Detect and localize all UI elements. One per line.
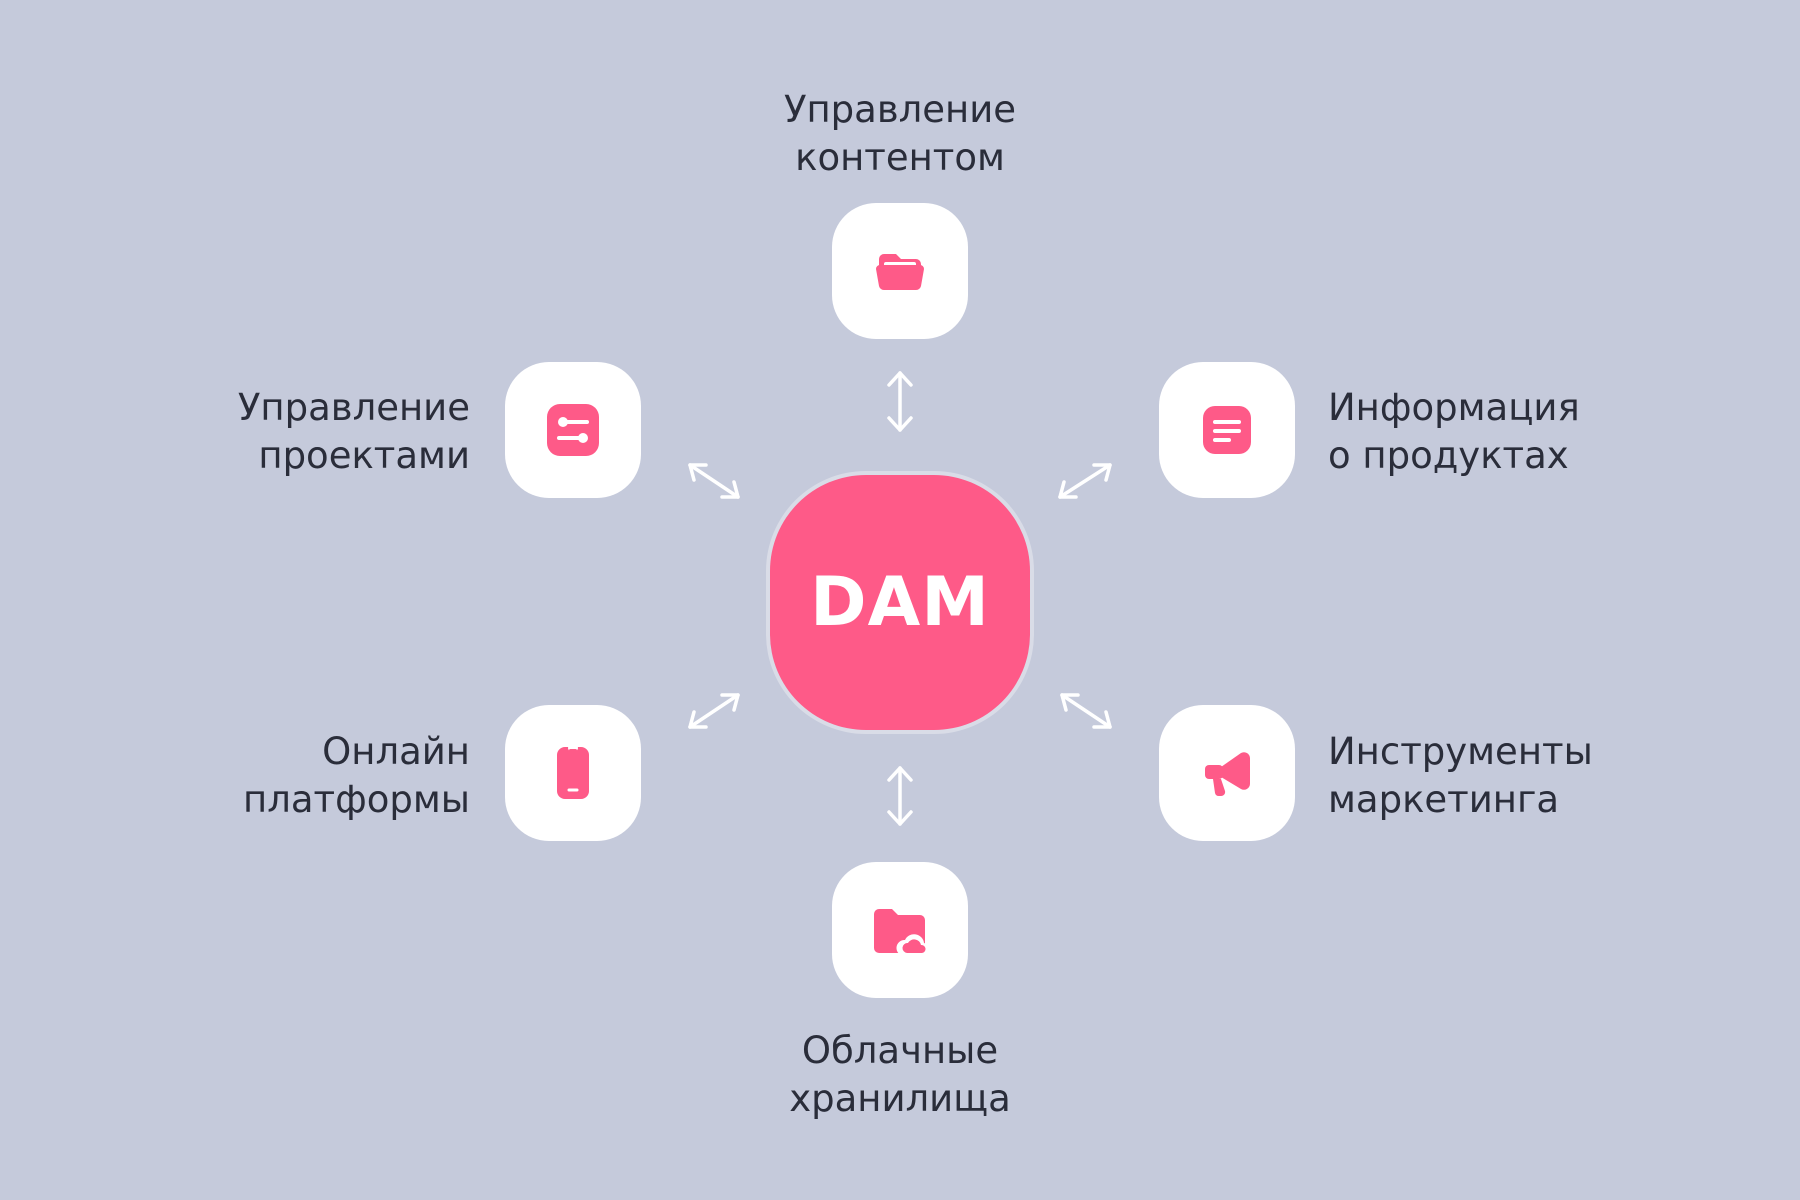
marketing-tools-label: Инструменты маркетинга: [1328, 728, 1668, 824]
product-info-label: Информация о продуктах: [1328, 384, 1648, 480]
cloud-storage-line1: Облачные: [801, 1029, 999, 1072]
marketing-tools-tile: [1159, 705, 1295, 841]
content-management-tile: [832, 203, 968, 339]
product-info-line1: Информация: [1328, 386, 1580, 429]
smartphone-icon: [557, 745, 589, 799]
folder-open-icon: [876, 254, 924, 291]
content-management-line2: контентом: [795, 136, 1005, 179]
arrow-cloud: [887, 766, 913, 826]
project-management-tile: [505, 362, 641, 498]
document-icon: [1203, 406, 1251, 454]
project-management-label: Управление проектами: [170, 384, 470, 480]
online-platforms-label: Онлайн платформы: [170, 728, 470, 824]
arrow-product-info: [1058, 463, 1112, 499]
arrow-content: [887, 371, 913, 432]
online-platforms-line1: Онлайн: [322, 730, 470, 773]
content-management-line1: Управление: [783, 88, 1017, 131]
cloud-storage-line2: хранилища: [789, 1077, 1011, 1120]
cloud-storage-tile: [832, 862, 968, 998]
dam-hub: DAM: [770, 475, 1030, 730]
arrow-marketing: [1060, 693, 1112, 729]
content-management-label: Управление контентом: [740, 86, 1060, 182]
cloud-folder-icon: [874, 909, 930, 956]
dam-hub-label: DAM: [810, 563, 990, 642]
marketing-tools-line2: маркетинга: [1328, 778, 1560, 821]
marketing-tools-line1: Инструменты: [1328, 730, 1593, 773]
cloud-storage-label: Облачные хранилища: [740, 1027, 1060, 1123]
project-management-line1: Управление: [237, 386, 470, 429]
arrow-projects: [688, 463, 740, 499]
megaphone-icon: [1205, 752, 1250, 797]
product-info-line2: о продуктах: [1328, 434, 1569, 477]
timeline-icon: [547, 404, 599, 456]
online-platforms-tile: [505, 705, 641, 841]
online-platforms-line2: платформы: [243, 778, 470, 821]
arrow-online: [688, 693, 740, 729]
product-info-tile: [1159, 362, 1295, 498]
project-management-line2: проектами: [258, 434, 470, 477]
